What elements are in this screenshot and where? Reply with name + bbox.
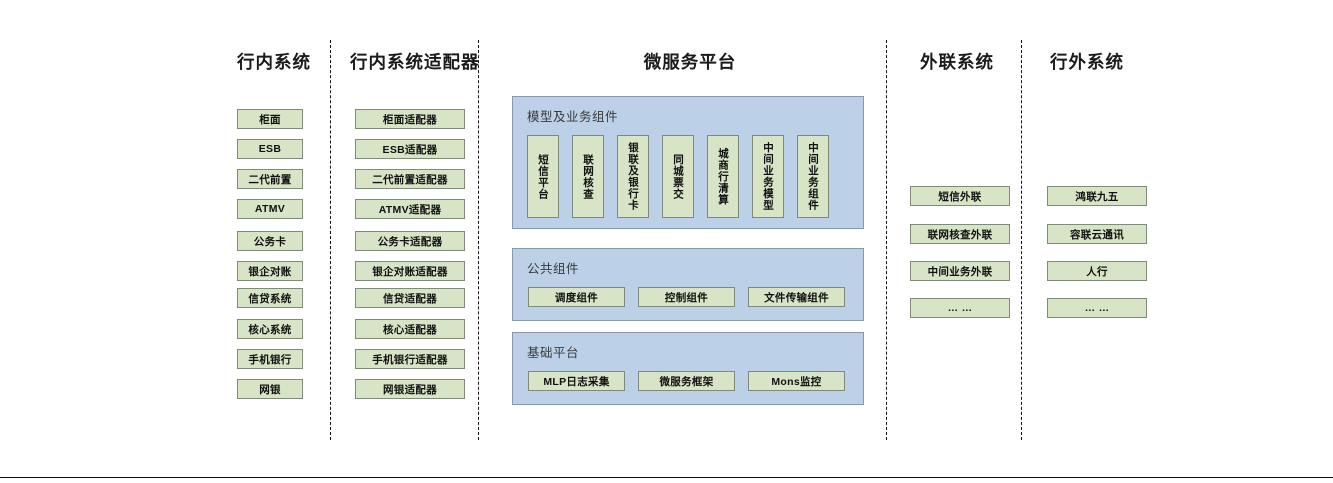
node-internal-adapter[interactable]: 二代前置适配器 [355, 169, 465, 189]
node-base-platform-component[interactable]: Mons监控 [748, 371, 845, 391]
node-model-component[interactable]: 短信平台 [527, 135, 559, 218]
bottom-divider [0, 477, 1333, 478]
node-internal-system[interactable]: ESB [237, 139, 303, 159]
column-title-microservice-platform: 微服务平台 [643, 52, 737, 72]
node-internal-system[interactable]: 二代前置 [237, 169, 303, 189]
column-separator-2 [478, 40, 479, 440]
node-internal-adapter[interactable]: ATMV适配器 [355, 199, 465, 219]
column-separator-1 [330, 40, 331, 440]
node-label: 银联及银行卡 [627, 142, 639, 211]
node-label: 中间业务组件 [807, 142, 819, 211]
panel-title-base-platform: 基础平台 [527, 346, 580, 360]
node-internal-system[interactable]: 信贷系统 [237, 288, 303, 308]
node-label: 城商行清算 [717, 147, 729, 206]
panel-title-public-components: 公共组件 [527, 262, 580, 276]
column-title-internal-systems: 行内系统 [237, 52, 311, 72]
node-model-component[interactable]: 城商行清算 [707, 135, 739, 218]
node-label: 中间业务模型 [762, 142, 774, 211]
node-internal-adapter[interactable]: 银企对账适配器 [355, 261, 465, 281]
node-outside-system[interactable]: … … [1047, 298, 1147, 318]
node-internal-adapter[interactable]: 核心适配器 [355, 319, 465, 339]
node-public-component[interactable]: 控制组件 [638, 287, 735, 307]
node-label: 同城票交 [672, 153, 684, 200]
node-internal-system[interactable]: 银企对账 [237, 261, 303, 281]
node-internal-system[interactable]: ATMV [237, 199, 303, 219]
node-internal-system[interactable]: 手机银行 [237, 349, 303, 369]
column-title-internal-adapters: 行内系统适配器 [350, 52, 480, 72]
column-title-outside-systems: 行外系统 [1050, 52, 1124, 72]
node-internal-adapter[interactable]: 信贷适配器 [355, 288, 465, 308]
column-separator-3 [886, 40, 887, 440]
node-model-component[interactable]: 中间业务组件 [797, 135, 829, 218]
node-public-component[interactable]: 调度组件 [528, 287, 625, 307]
panel-base-platform: 基础平台 [512, 332, 864, 405]
node-internal-adapter[interactable]: 柜面适配器 [355, 109, 465, 129]
column-separator-4 [1021, 40, 1022, 440]
node-label: 短信平台 [537, 153, 549, 200]
node-external-link-system[interactable]: … … [910, 298, 1010, 318]
node-model-component[interactable]: 同城票交 [662, 135, 694, 218]
node-internal-adapter[interactable]: 手机银行适配器 [355, 349, 465, 369]
node-model-component[interactable]: 联网核查 [572, 135, 604, 218]
panel-public-components: 公共组件 [512, 248, 864, 321]
node-internal-system[interactable]: 公务卡 [237, 231, 303, 251]
node-outside-system[interactable]: 人行 [1047, 261, 1147, 281]
node-internal-adapter[interactable]: 公务卡适配器 [355, 231, 465, 251]
node-external-link-system[interactable]: 中间业务外联 [910, 261, 1010, 281]
panel-title-model-business-components: 模型及业务组件 [527, 110, 619, 124]
node-internal-adapter[interactable]: ESB适配器 [355, 139, 465, 159]
node-internal-system[interactable]: 核心系统 [237, 319, 303, 339]
node-base-platform-component[interactable]: MLP日志采集 [528, 371, 625, 391]
node-internal-system[interactable]: 柜面 [237, 109, 303, 129]
node-internal-system[interactable]: 网银 [237, 379, 303, 399]
node-label: 联网核查 [582, 153, 594, 200]
node-base-platform-component[interactable]: 微服务框架 [638, 371, 735, 391]
node-internal-adapter[interactable]: 网银适配器 [355, 379, 465, 399]
node-external-link-system[interactable]: 短信外联 [910, 186, 1010, 206]
node-outside-system[interactable]: 容联云通讯 [1047, 224, 1147, 244]
node-model-component[interactable]: 银联及银行卡 [617, 135, 649, 218]
node-public-component[interactable]: 文件传输组件 [748, 287, 845, 307]
column-title-external-link-systems: 外联系统 [920, 52, 994, 72]
node-outside-system[interactable]: 鸿联九五 [1047, 186, 1147, 206]
node-external-link-system[interactable]: 联网核查外联 [910, 224, 1010, 244]
node-model-component[interactable]: 中间业务模型 [752, 135, 784, 218]
